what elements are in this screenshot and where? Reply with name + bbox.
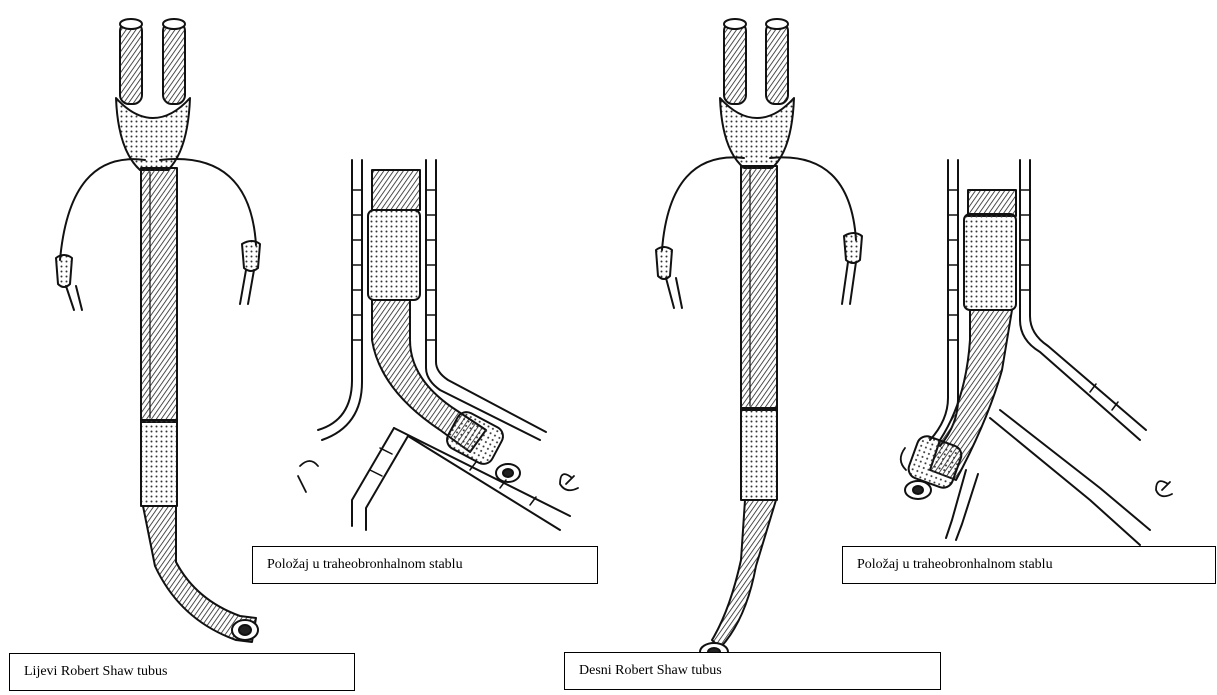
right-tube-drawing	[656, 19, 862, 661]
right-position-drawing	[901, 160, 1172, 545]
left-tube-caption: Lijevi Robert Shaw tubus	[9, 653, 355, 691]
left-tube-drawing	[56, 19, 260, 642]
right-tube-caption-text: Desni Robert Shaw tubus	[579, 663, 722, 679]
right-position-caption: Položaj u traheobronhalnom stablu	[842, 546, 1216, 584]
left-position-caption: Položaj u traheobronhalnom stablu	[252, 546, 598, 584]
right-position-caption-text: Položaj u traheobronhalnom stablu	[857, 557, 1053, 573]
left-position-drawing	[298, 160, 578, 530]
left-tube-caption-text: Lijevi Robert Shaw tubus	[24, 664, 168, 680]
right-tube-caption: Desni Robert Shaw tubus	[564, 652, 941, 690]
left-position-caption-text: Položaj u traheobronhalnom stablu	[267, 557, 463, 573]
